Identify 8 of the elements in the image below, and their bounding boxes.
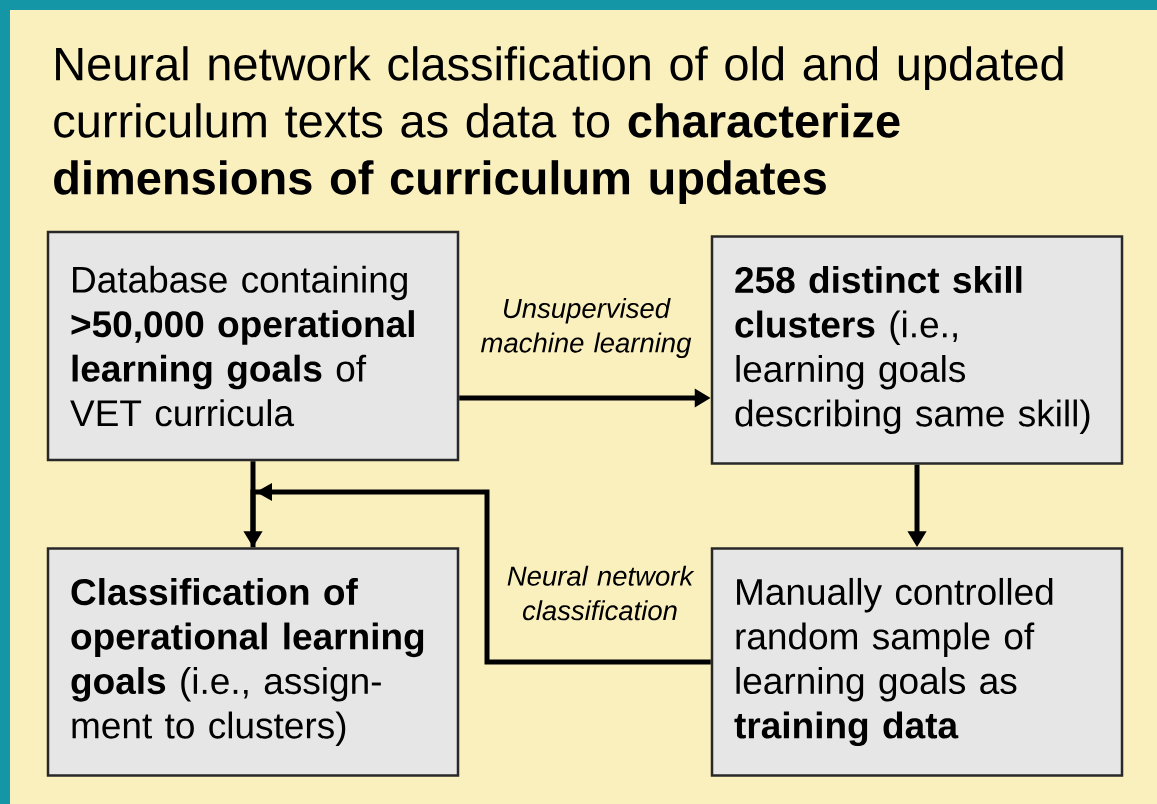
edge-label: Unsupervised machine learning bbox=[481, 297, 692, 359]
arrow bbox=[250, 483, 711, 665]
process-box: Classification of operational learning goals (i.e., assign-ment to clusters) bbox=[46, 547, 460, 777]
title: Neural network classification of old and updated curriculum texts as data to characterize dimensions of curriculum updates bbox=[54, 46, 1063, 204]
process-box: 258 distinct skill clusters (i.e., learning goals describing same skill) bbox=[710, 235, 1124, 465]
process-box: Manually controlled random sample of learning goals as training data bbox=[710, 547, 1124, 777]
process-box: Database containing >50,000 operational learning goals of VET curricula bbox=[46, 230, 460, 462]
edge-label: Neural network classification bbox=[507, 565, 695, 621]
